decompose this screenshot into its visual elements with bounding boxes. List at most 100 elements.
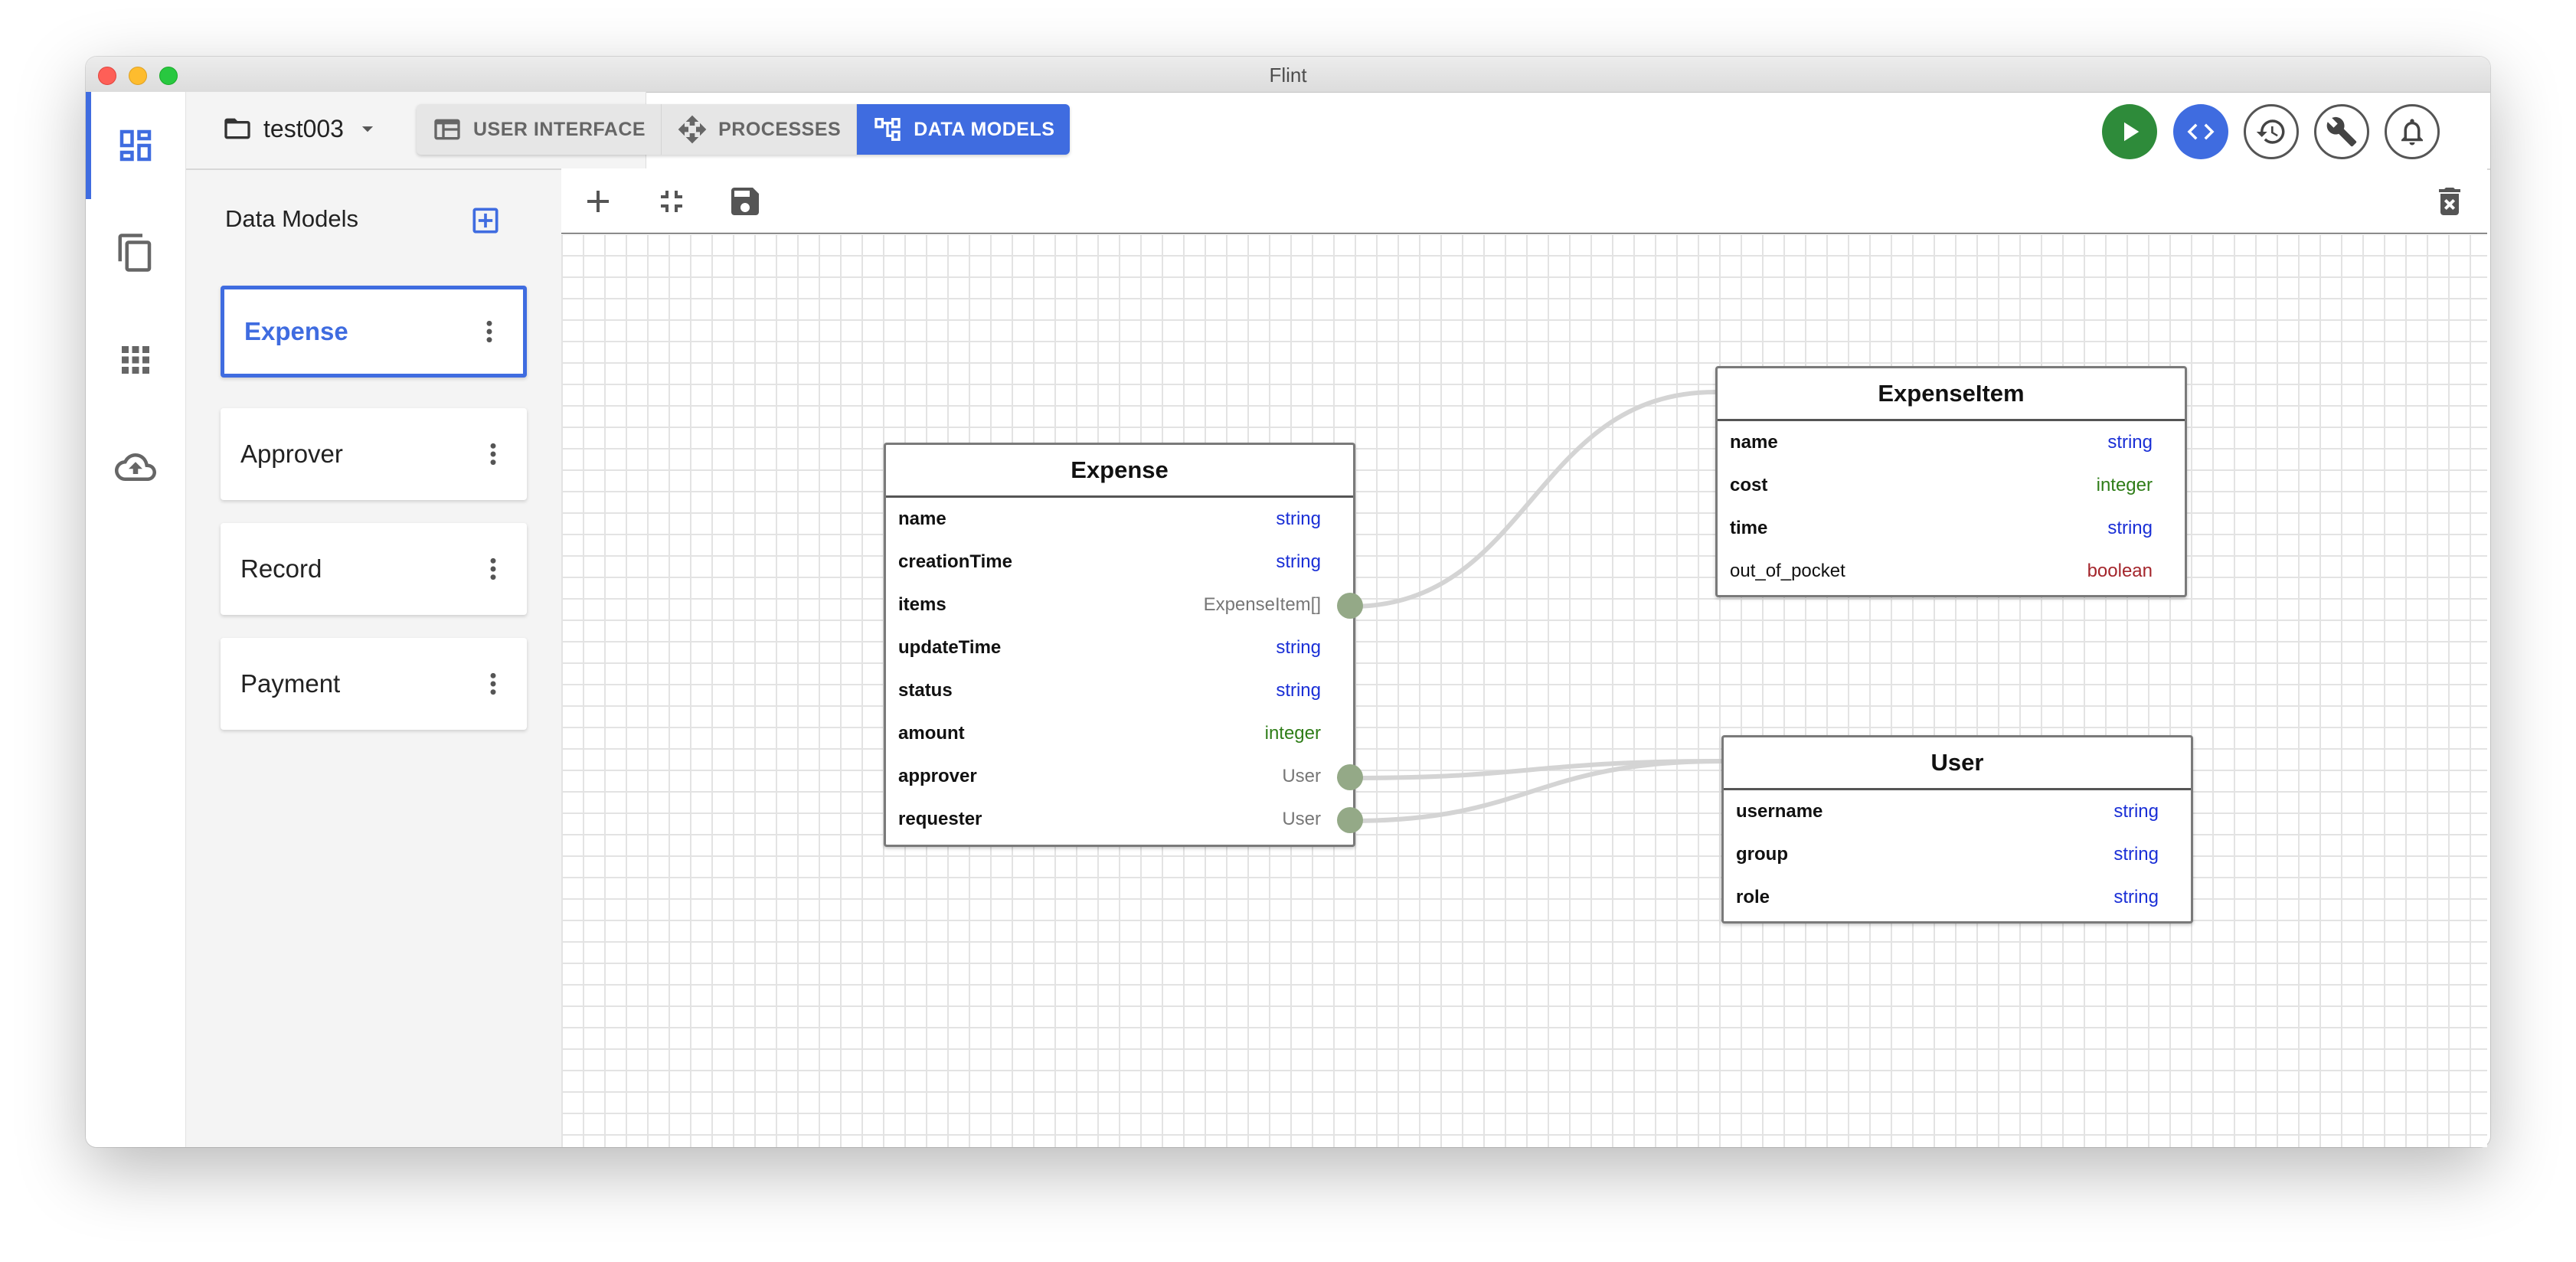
model-label: Record xyxy=(240,554,322,583)
mode-tabs: USER INTERFACE PROCESSES DATA MODELS xyxy=(417,104,1071,155)
diagram-canvas[interactable] xyxy=(561,234,2487,1147)
field-row: amount integer xyxy=(886,712,1353,755)
field-name: time xyxy=(1730,518,1768,538)
field-type: ExpenseItem[] xyxy=(1203,594,1321,615)
entity-expense-item[interactable]: ExpenseItem name string cost integer time s… xyxy=(1715,366,2187,597)
code-button[interactable] xyxy=(2173,104,2228,159)
field-type: User xyxy=(1282,766,1321,786)
dashboard-icon xyxy=(119,129,152,162)
tab-label: USER INTERFACE xyxy=(473,118,646,140)
field-name: amount xyxy=(898,723,965,744)
history-icon xyxy=(2256,119,2285,144)
fit-screen-button[interactable] xyxy=(651,181,692,222)
field-name: name xyxy=(1730,432,1778,453)
settings-button[interactable] xyxy=(2314,104,2369,159)
model-item-approver[interactable]: Approver xyxy=(221,408,527,500)
field-name: role xyxy=(1736,887,1770,907)
window-close-button[interactable] xyxy=(98,67,116,85)
field-row: status string xyxy=(886,669,1353,712)
field-type: string xyxy=(1276,508,1321,529)
project-name: test003 xyxy=(263,114,344,142)
window-minimize-button[interactable] xyxy=(129,67,147,85)
field-row: name string xyxy=(886,498,1353,541)
field-row: group string xyxy=(1724,833,2191,876)
field-type: string xyxy=(2107,432,2153,453)
field-type: string xyxy=(2113,844,2159,865)
more-vert-icon[interactable] xyxy=(490,671,496,697)
run-button[interactable] xyxy=(2102,104,2157,159)
port-items[interactable] xyxy=(1337,593,1363,619)
save-button[interactable] xyxy=(724,181,766,222)
entity-title: ExpenseItem xyxy=(1718,368,2185,421)
field-type: boolean xyxy=(2087,561,2153,581)
history-button[interactable] xyxy=(2244,104,2299,159)
code-icon xyxy=(2187,123,2215,140)
tab-user-interface[interactable]: USER INTERFACE xyxy=(417,104,662,155)
tab-data-models[interactable]: DATA MODELS xyxy=(857,104,1071,155)
add-icon xyxy=(587,191,609,212)
notifications-button[interactable] xyxy=(2385,104,2440,159)
model-label: Approver xyxy=(240,440,343,468)
more-vert-icon[interactable] xyxy=(486,319,492,345)
rail-item-deploy[interactable] xyxy=(86,414,185,521)
entity-title: User xyxy=(1724,737,2191,790)
port-approver[interactable] xyxy=(1337,764,1363,790)
field-name: group xyxy=(1736,844,1788,865)
more-vert-icon[interactable] xyxy=(490,556,496,582)
field-type: integer xyxy=(1264,723,1321,744)
model-item-expense[interactable]: Expense xyxy=(221,286,527,378)
bell-icon xyxy=(2401,119,2423,145)
web-layout-icon xyxy=(434,119,460,140)
field-type: User xyxy=(1282,809,1321,829)
field-type: string xyxy=(1276,551,1321,572)
cloud-upload-icon xyxy=(115,453,156,481)
field-row: name string xyxy=(1718,421,2185,464)
model-label: Expense xyxy=(244,317,348,345)
move-arrows-icon xyxy=(678,115,707,144)
delete-all-icon xyxy=(2439,188,2460,215)
port-requester[interactable] xyxy=(1337,807,1363,833)
canvas-toolbar xyxy=(561,168,2487,235)
model-item-record[interactable]: Record xyxy=(221,523,527,615)
chevron-down-icon xyxy=(361,126,374,132)
play-icon xyxy=(2124,122,2140,142)
field-type: string xyxy=(1276,637,1321,658)
field-type: string xyxy=(1276,680,1321,701)
field-type: string xyxy=(2113,801,2159,822)
field-row: requester User xyxy=(886,798,1353,841)
field-name: cost xyxy=(1730,475,1768,495)
rail-item-pages[interactable] xyxy=(86,199,185,306)
add-entity-button[interactable] xyxy=(577,181,619,222)
field-name: name xyxy=(898,508,946,529)
more-vert-icon[interactable] xyxy=(490,441,496,467)
field-name: requester xyxy=(898,809,982,829)
field-name: status xyxy=(898,680,953,701)
clear-canvas-button[interactable] xyxy=(2429,181,2470,222)
rail-item-apps[interactable] xyxy=(86,306,185,414)
project-selector[interactable]: test003 xyxy=(222,113,381,144)
model-item-payment[interactable]: Payment xyxy=(221,638,527,730)
window-title: Flint xyxy=(1269,64,1307,87)
field-name: username xyxy=(1736,801,1823,822)
field-type: string xyxy=(2107,518,2153,538)
window-maximize-button[interactable] xyxy=(159,67,178,85)
rail-item-dashboard[interactable] xyxy=(86,92,185,199)
tab-label: DATA MODELS xyxy=(914,118,1055,140)
tab-processes[interactable]: PROCESSES xyxy=(662,104,858,155)
field-name: out_of_pocket xyxy=(1730,561,1845,581)
wrench-icon xyxy=(2326,116,2357,147)
field-type: integer xyxy=(2096,475,2153,495)
fit-screen-icon xyxy=(661,191,682,212)
add-box-icon xyxy=(472,208,499,234)
schema-icon xyxy=(874,118,901,141)
add-model-button[interactable] xyxy=(469,204,502,237)
panel-title: Data Models xyxy=(225,205,359,232)
apps-grid-icon xyxy=(122,346,149,374)
